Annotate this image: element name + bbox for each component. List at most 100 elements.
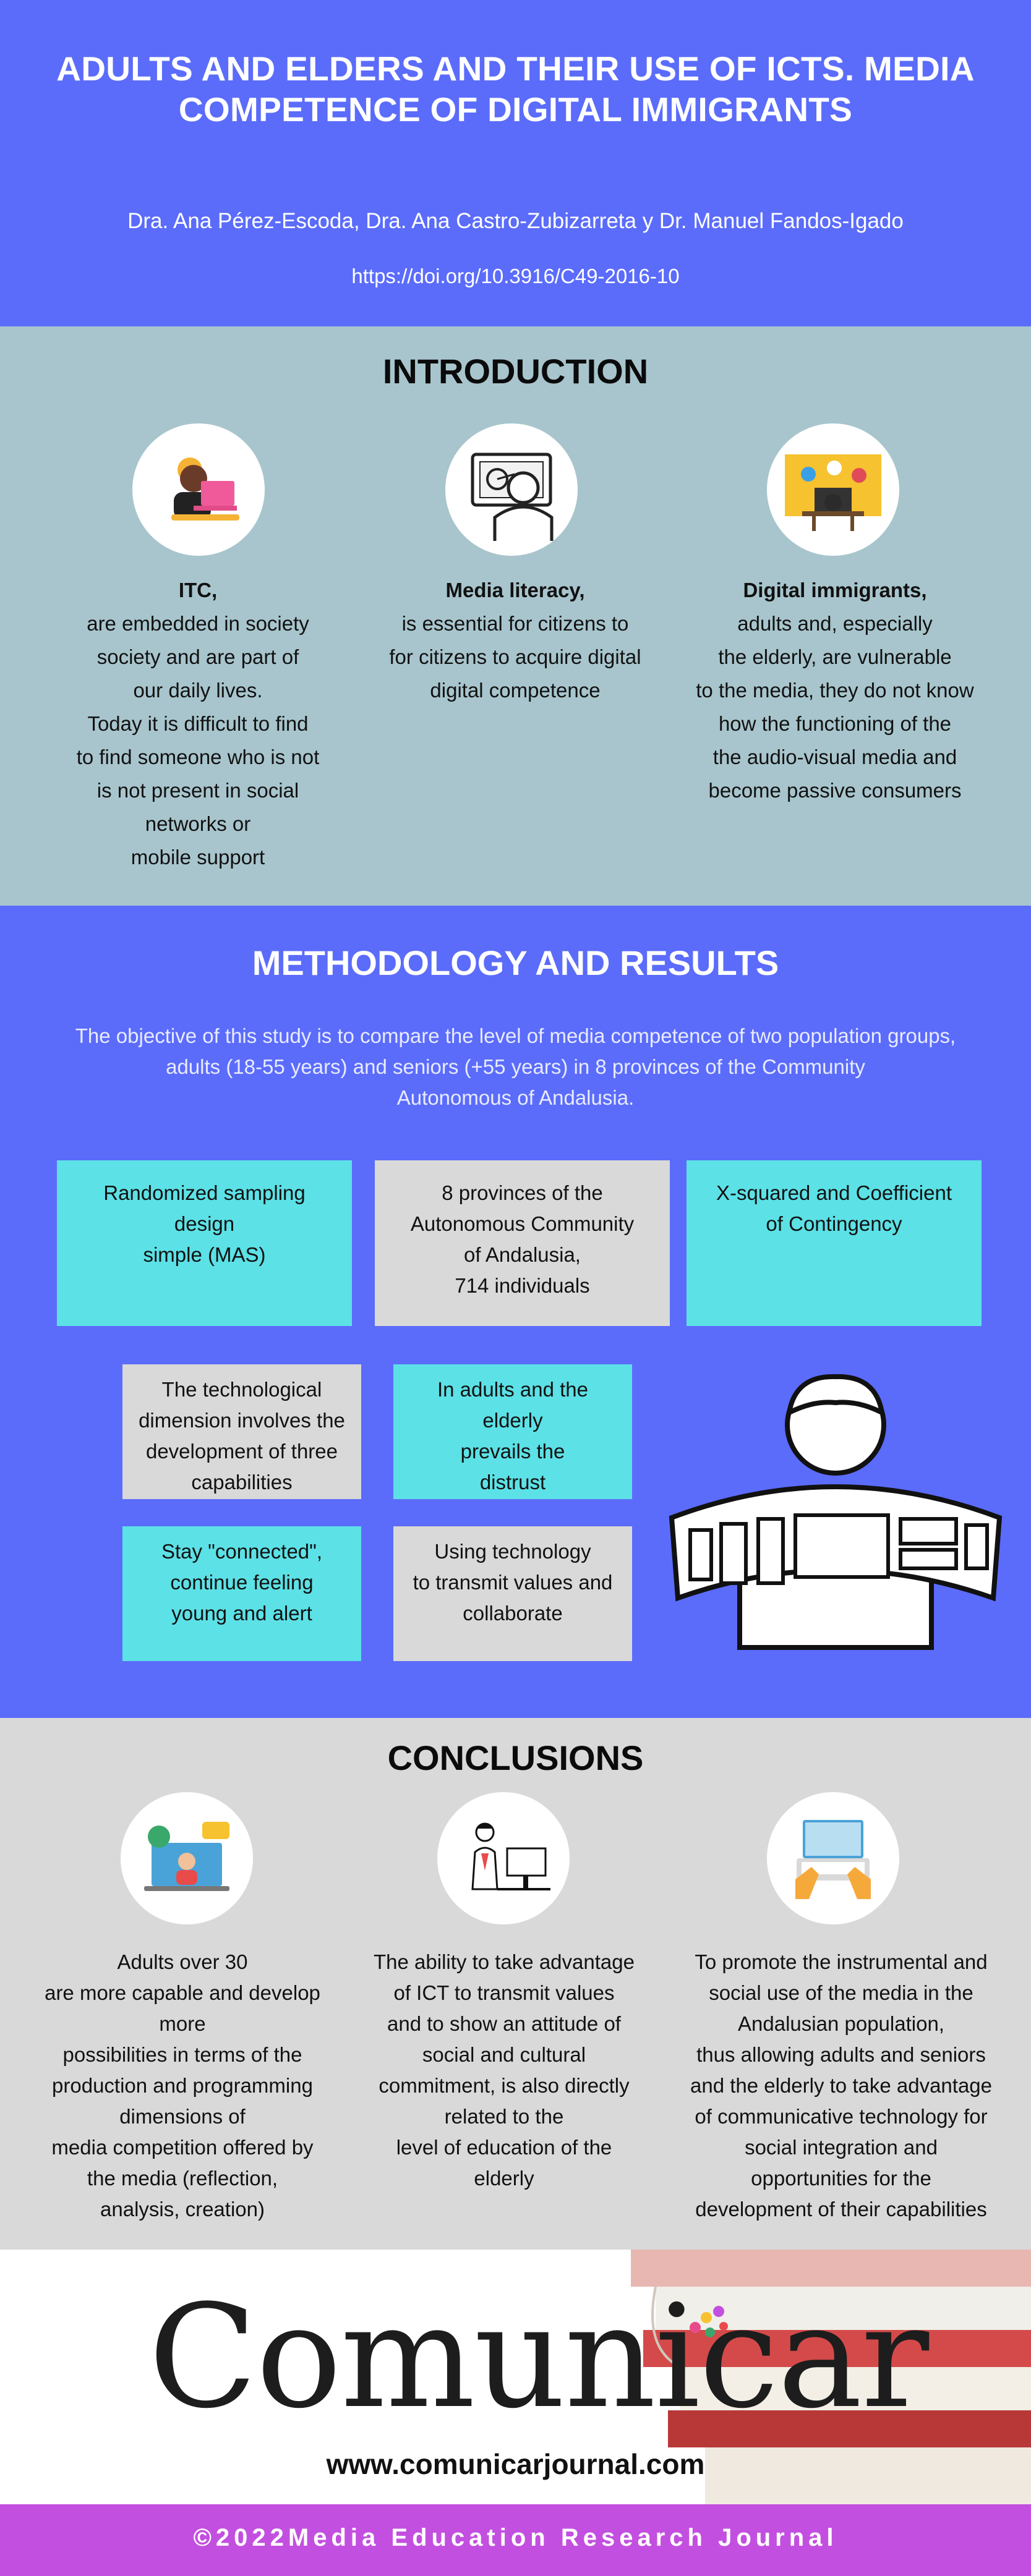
doi-link[interactable]: https://doi.org/10.3916/C49-2016-10 xyxy=(351,265,680,287)
conclusion-line: media competition offered by xyxy=(51,2136,314,2159)
logo-dots-icon xyxy=(690,2306,728,2337)
box-line: The technological xyxy=(161,1378,322,1401)
person-with-screens-icon xyxy=(669,1374,1003,1650)
sampling-design-box: Randomized sampling design simple (MAS) xyxy=(57,1160,352,1326)
intro-column-1-lead: ITC, xyxy=(178,579,218,601)
intro-column-1: ITC, are embedded in society society and… xyxy=(37,574,359,874)
conclusion-line: and to show an attitude of xyxy=(387,2012,621,2035)
conclusion-column-3: To promote the instrumental and social u… xyxy=(674,1947,1008,2225)
methodology-heading: METHODOLOGY AND RESULTS xyxy=(252,943,779,982)
page-title: ADULTS AND ELDERS AND THEIR USE OF ICTS.… xyxy=(56,49,975,129)
statistics-box: X-squared and Coefficient of Contingency xyxy=(687,1160,982,1326)
conclusion-line: To promote the instrumental and xyxy=(695,1950,988,1973)
logo-area: Comunicar www.comunicarjournal.com xyxy=(0,2250,1031,2504)
box-line: Randomized sampling xyxy=(103,1181,306,1204)
distrust-box: In adults and the elderly prevails the d… xyxy=(393,1364,632,1499)
conclusion-column-2: The ability to take advantage of ICT to … xyxy=(356,1947,652,2194)
woman-at-desktop-icon xyxy=(437,1792,570,1924)
conclusion-line: more xyxy=(159,2012,206,2035)
intro-line: society and are part of xyxy=(96,645,299,668)
box-line: distrust xyxy=(479,1471,546,1494)
population-box: 8 provinces of the Autonomous Community … xyxy=(375,1160,670,1326)
intro-line: is not present in social xyxy=(96,779,299,802)
box-line: capabilities xyxy=(191,1471,293,1494)
conclusion-line: social and cultural xyxy=(422,2043,586,2066)
intro-line: how the functioning of the xyxy=(718,712,952,735)
intro-line: become passive consumers xyxy=(708,779,962,802)
intro-line: the elderly, are vulnerable xyxy=(718,645,952,668)
conclusion-line: Adults over 30 xyxy=(117,1950,248,1973)
conclusion-line: of ICT to transmit values xyxy=(393,1981,615,2004)
intro-column-2: Media literacy, is essential for citizen… xyxy=(354,574,676,707)
box-line: 8 provinces of the xyxy=(442,1181,603,1204)
conclusion-line: level of education of the xyxy=(396,2136,612,2159)
conclusion-line: social use of the media in the xyxy=(709,1981,973,2004)
box-line: Autonomous Community xyxy=(410,1212,635,1235)
person-at-screen-icon xyxy=(445,423,578,556)
conclusion-line: elderly xyxy=(474,2167,534,2190)
intro-line: adults and, especially xyxy=(737,612,933,635)
person-at-computer-icon xyxy=(767,423,899,556)
box-line: design xyxy=(174,1212,235,1235)
conclusion-line: development of their capabilities xyxy=(695,2198,987,2221)
header-banner: ADULTS AND ELDERS AND THEIR USE OF ICTS.… xyxy=(0,0,1031,326)
introduction-heading: INTRODUCTION xyxy=(382,352,649,391)
conclusions-heading: CONCLUSIONS xyxy=(387,1738,644,1777)
conclusion-line: the media (reflection, xyxy=(87,2167,278,2190)
box-line: Using technology xyxy=(434,1540,591,1563)
intro-line: to find someone who is not xyxy=(76,746,320,768)
copyright-text: ©2022Media Education Research Journal xyxy=(193,2524,838,2551)
intro-line: digital competence xyxy=(430,679,601,702)
authors-line: Dra. Ana Pérez-Escoda, Dra. Ana Castro-Z… xyxy=(127,209,904,233)
objective-line: The objective of this study is to compar… xyxy=(75,1024,956,1047)
bottom-bar: ©2022Media Education Research Journal xyxy=(0,2504,1031,2576)
website-link[interactable]: www.comunicarjournal.com xyxy=(326,2448,705,2480)
intro-column-3: Digital immigrants, adults and, especial… xyxy=(674,574,996,807)
intro-line: our daily lives. xyxy=(133,679,263,702)
conclusions-section: CONCLUSIONS Adults over 30 are more capa… xyxy=(0,1718,1031,2250)
intro-column-2-lead: Media literacy, xyxy=(445,579,585,601)
conclusion-line: thus allowing adults and seniors xyxy=(696,2043,986,2066)
box-line: of Contingency xyxy=(766,1212,902,1235)
conclusion-line: Andalusian population, xyxy=(738,2012,944,2035)
box-line: young and alert xyxy=(171,1602,312,1625)
intro-line: networks or xyxy=(145,812,251,835)
conclusion-line: related to the xyxy=(444,2105,564,2128)
box-line: elderly xyxy=(482,1409,543,1432)
box-line: to transmit values and xyxy=(413,1571,613,1594)
box-line: Stay "connected", xyxy=(161,1540,323,1563)
woman-with-laptop-icon xyxy=(132,423,265,556)
introduction-section: INTRODUCTION ITC, are embedded in societ… xyxy=(0,326,1031,906)
video-call-icon xyxy=(121,1792,253,1924)
intro-line: mobile support xyxy=(130,846,265,869)
box-line: simple (MAS) xyxy=(143,1243,266,1266)
objective-line: adults (18-55 years) and seniors (+55 ye… xyxy=(166,1055,865,1078)
hands-on-laptop-icon xyxy=(767,1792,899,1924)
conclusion-line: are more capable and develop xyxy=(45,1981,320,2004)
intro-line: Today it is difficult to find xyxy=(87,712,309,735)
intro-line: to the media, they do not know xyxy=(696,679,974,702)
box-line: continue feeling xyxy=(170,1571,314,1594)
box-line: prevails the xyxy=(460,1440,565,1463)
conclusion-line: social integration and xyxy=(745,2136,938,2159)
conclusion-line: opportunities for the xyxy=(751,2167,931,2190)
intro-column-3-lead: Digital immigrants, xyxy=(743,579,927,601)
box-line: dimension involves the xyxy=(139,1409,345,1432)
box-line: development of three xyxy=(145,1440,338,1463)
conclusion-column-1: Adults over 30 are more capable and deve… xyxy=(34,1947,331,2225)
conclusion-line: possibilities in terms of the xyxy=(62,2043,302,2066)
intro-line: the audio-visual media and xyxy=(712,746,957,768)
methodology-section: METHODOLOGY AND RESULTS The objective of… xyxy=(0,906,1031,1718)
intro-line: is essential for citizens to xyxy=(401,612,629,635)
conclusion-line: dimensions of xyxy=(119,2105,246,2128)
objective-line: Autonomous of Andalusia. xyxy=(396,1086,635,1109)
conclusion-line: and the elderly to take advantage xyxy=(690,2074,993,2097)
intro-line: are embedded in society xyxy=(87,612,309,635)
objective-text: The objective of this study is to compar… xyxy=(49,1021,982,1113)
comunicar-logo: Comunicar xyxy=(148,2275,929,2440)
box-line: X-squared and Coefficient xyxy=(716,1181,952,1204)
technological-dimension-box: The technological dimension involves the… xyxy=(122,1364,361,1499)
conclusion-line: production and programming xyxy=(52,2074,313,2097)
conclusion-line: commitment, is also directly xyxy=(379,2074,630,2097)
box-line: collaborate xyxy=(463,1602,563,1625)
